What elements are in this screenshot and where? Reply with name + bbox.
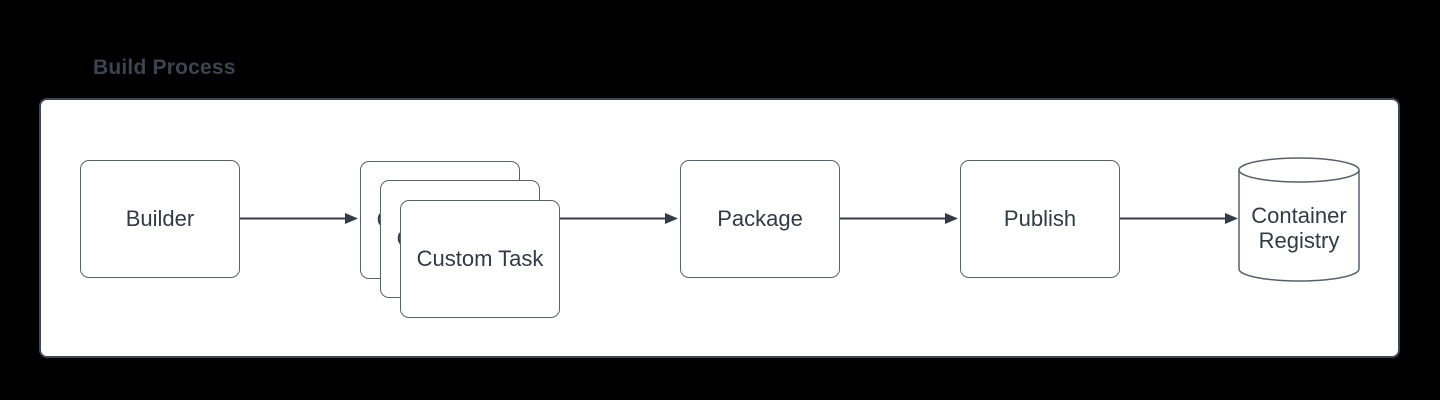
diagram-title: Build Process — [93, 56, 236, 79]
node-publish-label: Publish — [1003, 206, 1077, 231]
node-package: Package — [680, 160, 840, 278]
node-builder-label: Builder — [125, 206, 195, 231]
node-custom-task-stack-front: Custom Task — [400, 200, 560, 318]
node-builder: Builder — [80, 160, 240, 278]
node-custom-task-label: Custom Task — [416, 246, 544, 271]
node-container-registry-label: Container Registry — [1251, 203, 1347, 253]
node-publish: Publish — [960, 160, 1120, 278]
node-package-label: Package — [717, 206, 803, 231]
